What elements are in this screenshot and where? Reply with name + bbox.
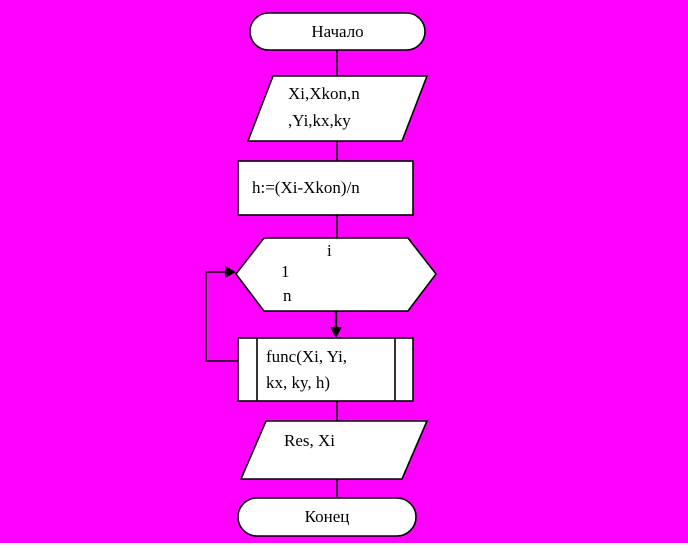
- loop-back-line: [205, 271, 238, 362]
- process-label: h:=(Xi-Xkon)/n: [252, 178, 360, 198]
- arrowhead-into-subroutine: [330, 327, 342, 338]
- end-label: Конец: [304, 507, 350, 527]
- loop-hexagon-shape: [234, 237, 438, 312]
- loop-from-label: 1: [281, 262, 290, 281]
- output-parallelogram-shape: [239, 420, 429, 480]
- start-label: Начало: [311, 21, 364, 41]
- output-label: Res, Xi: [284, 431, 335, 450]
- loop-to-label: n: [283, 286, 292, 305]
- terminator-end-shape: [237, 497, 417, 537]
- process-rect-shape: [237, 160, 414, 216]
- loop-variable-label: i: [327, 241, 332, 260]
- subroutine-label: func(Xi, Yi, kx, ky, h): [266, 347, 348, 392]
- subroutine-rect-shape: [237, 337, 414, 402]
- arrowhead-into-loop: [225, 266, 236, 278]
- input-label: Xi,Xkon,n ,Yi,kx,ky: [288, 84, 360, 130]
- terminator-start-shape: [249, 12, 426, 51]
- input-parallelogram-shape: [246, 75, 429, 142]
- bottom-margin: [0, 543, 688, 550]
